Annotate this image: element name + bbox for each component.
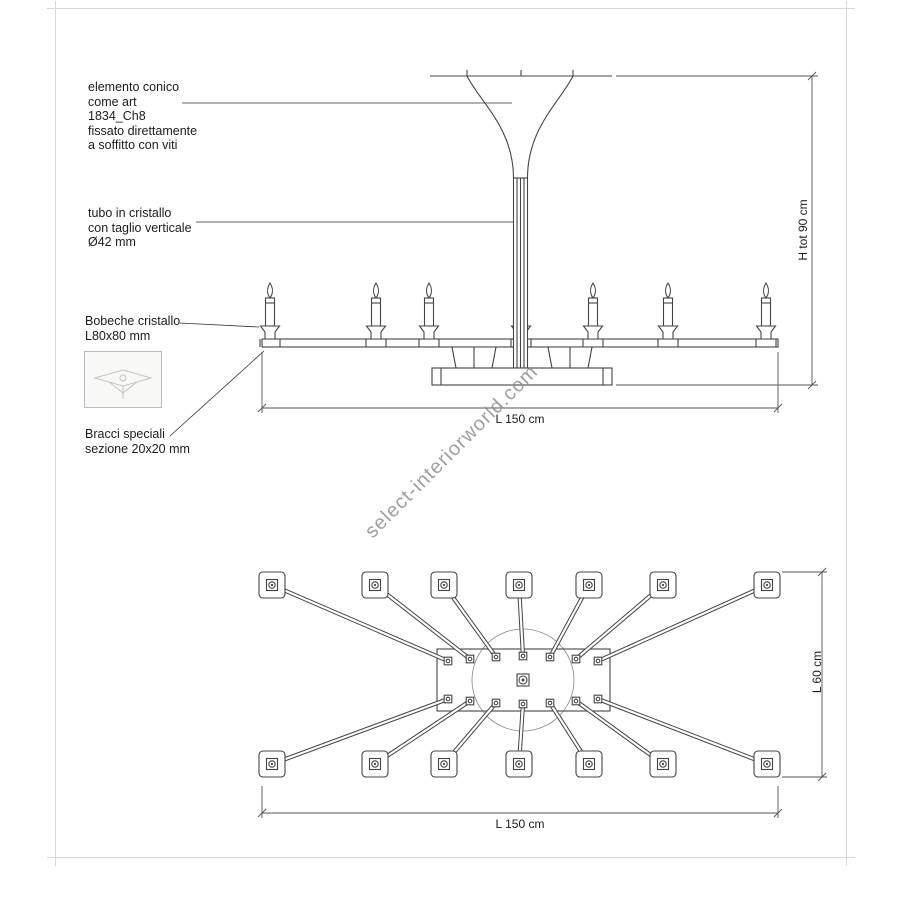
bobeche-photo-thumbnail bbox=[84, 351, 162, 408]
annotation-line: L80x80 mm bbox=[85, 328, 151, 343]
ceiling-line bbox=[430, 70, 612, 77]
annotation-line: fissato direttamente bbox=[88, 123, 198, 138]
annotation-line: elemento conico bbox=[88, 80, 180, 94]
center-body-drawing bbox=[431, 346, 613, 386]
annotation-line: tubo in cristallo bbox=[88, 206, 172, 220]
bobeche-photo-sketch bbox=[93, 369, 153, 399]
annotation-line: Bracci speciali bbox=[85, 427, 165, 441]
conical-element-drawing bbox=[466, 75, 574, 179]
dimension-label-total-height: H tot 90 cm bbox=[796, 199, 810, 261]
annotation-line: a soffitto con viti bbox=[88, 138, 178, 152]
annotation-line: con taglio verticale bbox=[88, 220, 192, 235]
dimension-lines bbox=[257, 71, 827, 818]
annotation-conical-element: elemento conico come art 1834_Ch8 fissat… bbox=[88, 80, 197, 153]
annotation-line: come art bbox=[88, 94, 137, 109]
dimension-label-side-width: L 150 cm bbox=[495, 412, 545, 426]
crystal-tube-drawing bbox=[512, 177, 529, 369]
leader-lines bbox=[169, 102, 513, 437]
dimension-label-plan-width: L 150 cm bbox=[495, 817, 545, 831]
annotation-special-arms: Bracci speciali sezione 20x20 mm bbox=[85, 427, 190, 456]
side-elevation-drawing bbox=[259, 70, 779, 386]
annotation-bobeche: Bobeche cristallo L80x80 mm bbox=[85, 314, 180, 343]
annotation-line: 1834_Ch8 bbox=[88, 109, 146, 123]
plan-view-drawing bbox=[258, 571, 781, 778]
dimension-label-plan-depth: L 60 cm bbox=[810, 650, 824, 694]
annotation-line: Ø42 mm bbox=[88, 235, 136, 249]
annotation-crystal-tube: tubo in cristallo con taglio verticale Ø… bbox=[88, 206, 192, 250]
annotation-line: sezione 20x20 mm bbox=[85, 441, 190, 456]
sheet-frame-border bbox=[47, 1, 855, 866]
plan-center-hub bbox=[516, 673, 530, 687]
annotation-line: Bobeche cristallo bbox=[85, 314, 181, 328]
